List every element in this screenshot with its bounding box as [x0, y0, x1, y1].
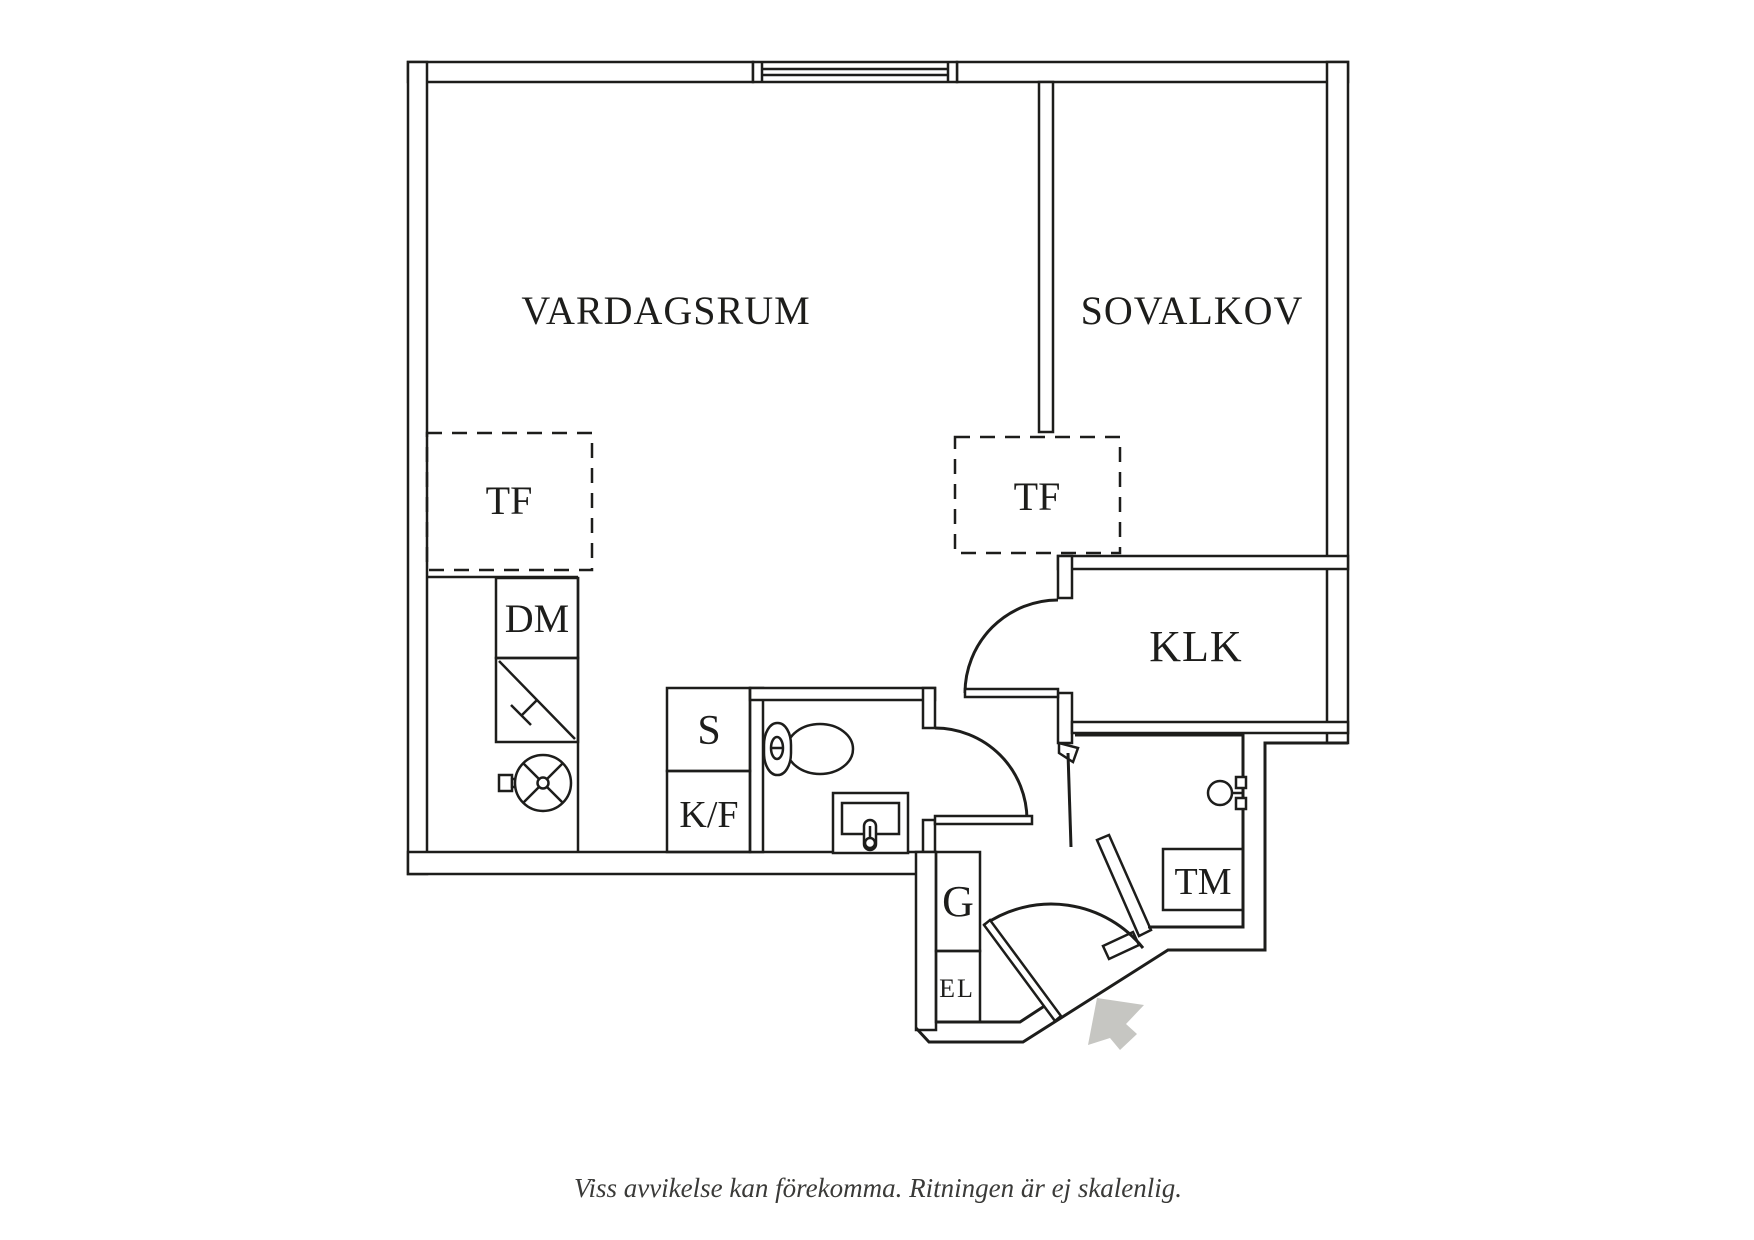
wall-top-left [406, 60, 755, 84]
cabinets [494, 576, 1245, 1024]
entrance-arrow-icon [1088, 998, 1144, 1050]
label-vardagsrum: VARDAGSRUM [521, 288, 810, 333]
outline-vestibule-inner [936, 1003, 1047, 1024]
label-klk: KLK [1149, 622, 1242, 671]
wall-klk-top [1056, 554, 1350, 571]
bench-symbol [498, 660, 576, 740]
entrance-door-arc [983, 902, 1145, 949]
disclaimer-caption: Viss avvikelse kan förekomma. Ritningen … [574, 1173, 1182, 1203]
label-kf: K/F [679, 794, 738, 836]
label-dm: DM [505, 596, 569, 641]
entrance-door [982, 902, 1145, 1023]
label-tm: TM [1175, 861, 1232, 903]
bathroom-sink [831, 791, 910, 855]
laundry-sink [1206, 775, 1248, 811]
klk-door-arc [963, 598, 1059, 694]
labels: VARDAGSRUM SOVALKOV KLK TF TF DM S K/F G… [486, 288, 1304, 1003]
outline-laundry-nook-left [1066, 752, 1073, 848]
bench-box [494, 656, 580, 744]
outline-laundry-nook [1075, 733, 1245, 929]
wall-top-right [955, 60, 1350, 84]
wall-bottom-left [406, 850, 937, 876]
label-tf-right: TF [1014, 474, 1061, 519]
wall-bathroom-right-lower [921, 818, 937, 854]
doors [933, 598, 1145, 1023]
label-s: S [697, 708, 720, 754]
wall-partition-sovalkov [1037, 80, 1055, 434]
wall-bathroom-top [748, 686, 937, 702]
klk-door [963, 598, 1060, 699]
window-top [751, 60, 959, 84]
label-tf-left: TF [486, 478, 533, 523]
tf-zone-right [953, 435, 1122, 555]
tf-zones [425, 431, 1122, 572]
outline-lower-right [914, 741, 1348, 1044]
wall-klk-doorstop [1057, 741, 1080, 764]
fan-symbol [497, 753, 573, 813]
entrance-door-leaf [982, 918, 1063, 1023]
wall-klk-left-lower [1056, 691, 1074, 745]
wall-klk-bottom [1070, 720, 1350, 735]
label-el: EL [939, 974, 975, 1003]
electrical-box [934, 949, 982, 1024]
label-sovalkov: SOVALKOV [1081, 288, 1304, 333]
wall-bathroom-left [748, 686, 765, 854]
toilet [762, 721, 855, 777]
wall-bathroom-right-upper [921, 686, 937, 730]
fixtures [497, 721, 1248, 855]
washing-machine-box [1161, 847, 1245, 912]
fridge-freezer-box [665, 769, 752, 854]
wall-right [1325, 60, 1350, 745]
wall-left [406, 60, 429, 876]
bathroom-door [933, 726, 1034, 826]
bathroom-door-leaf [933, 814, 1034, 826]
wall-vestibule-left [914, 850, 938, 1032]
klk-door-leaf [963, 687, 1060, 699]
wall-klk-left-upper [1056, 554, 1074, 600]
tf-zone-left [425, 431, 594, 572]
label-g: G [942, 877, 974, 926]
wall-entrance-frame [1095, 833, 1153, 938]
bathroom-door-arc [934, 726, 1029, 821]
